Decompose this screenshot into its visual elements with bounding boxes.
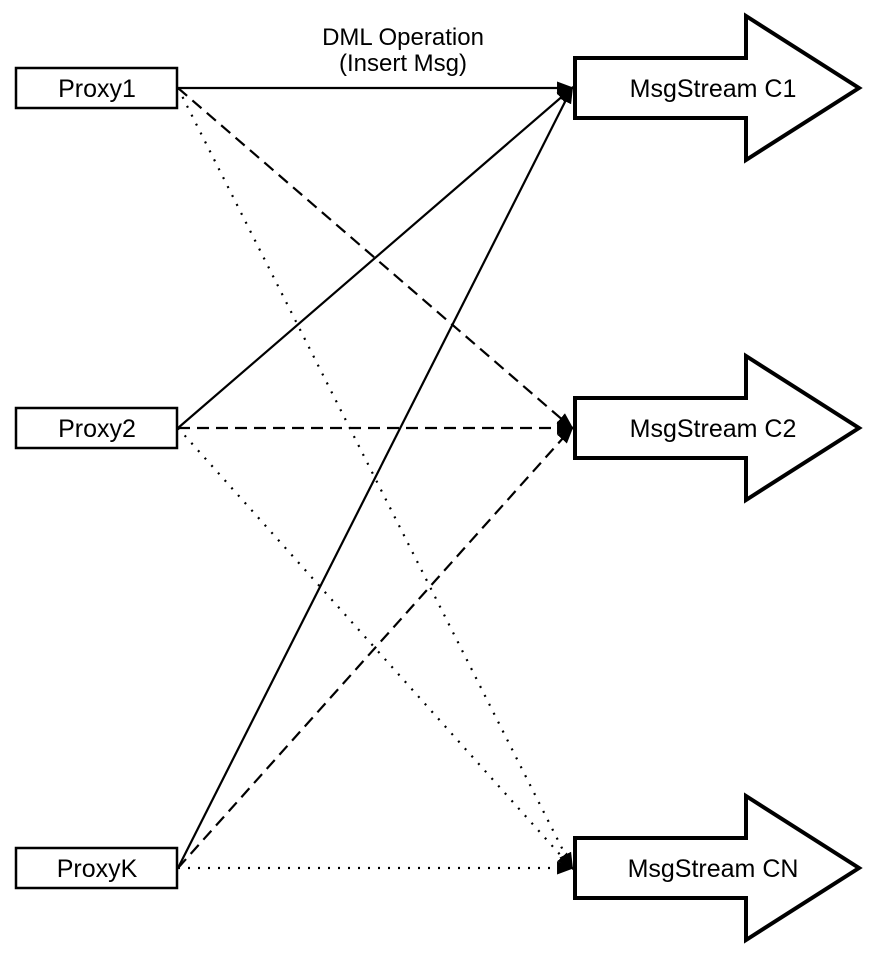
proxy1-box bbox=[14, 66, 179, 110]
msgstream-c2-node: MsgStream C2 bbox=[573, 352, 863, 504]
proxyk-label: ProxyK bbox=[57, 855, 138, 883]
msgstream-cn-node: MsgStream CN bbox=[573, 792, 863, 944]
msgstream-c2-arrow-shape bbox=[573, 352, 863, 504]
msgstream-c1-label: MsgStream C1 bbox=[630, 75, 797, 103]
edge-proxyk-to-c2-dashed bbox=[177, 426, 574, 869]
dml-operation-label-line1: DML Operation bbox=[322, 24, 484, 51]
msgstream-c1-arrow-shape bbox=[573, 12, 863, 164]
proxy2-node: Proxy2 bbox=[14, 406, 179, 450]
edges-layer bbox=[177, 81, 575, 875]
proxyk-node: ProxyK bbox=[14, 846, 179, 890]
proxy1-node: Proxy1 bbox=[14, 66, 179, 110]
dml-operation-label-line2: (Insert Msg) bbox=[339, 50, 467, 77]
edge-proxy1-to-c2-dashed bbox=[177, 87, 574, 430]
proxy2-label: Proxy2 bbox=[58, 415, 136, 443]
edge-proxyk-to-c1-solid bbox=[177, 85, 574, 869]
proxy2-box bbox=[14, 406, 179, 450]
proxy1-label: Proxy1 bbox=[58, 75, 136, 103]
proxyk-box bbox=[14, 846, 179, 890]
msgstream-cn-arrow-shape bbox=[573, 792, 863, 944]
msgstream-c2-label: MsgStream C2 bbox=[630, 415, 797, 443]
edge-proxy2-to-c1-solid bbox=[177, 86, 574, 429]
msgstream-cn-label: MsgStream CN bbox=[628, 855, 799, 883]
msgstream-c1-node: MsgStream C1 bbox=[573, 12, 863, 164]
